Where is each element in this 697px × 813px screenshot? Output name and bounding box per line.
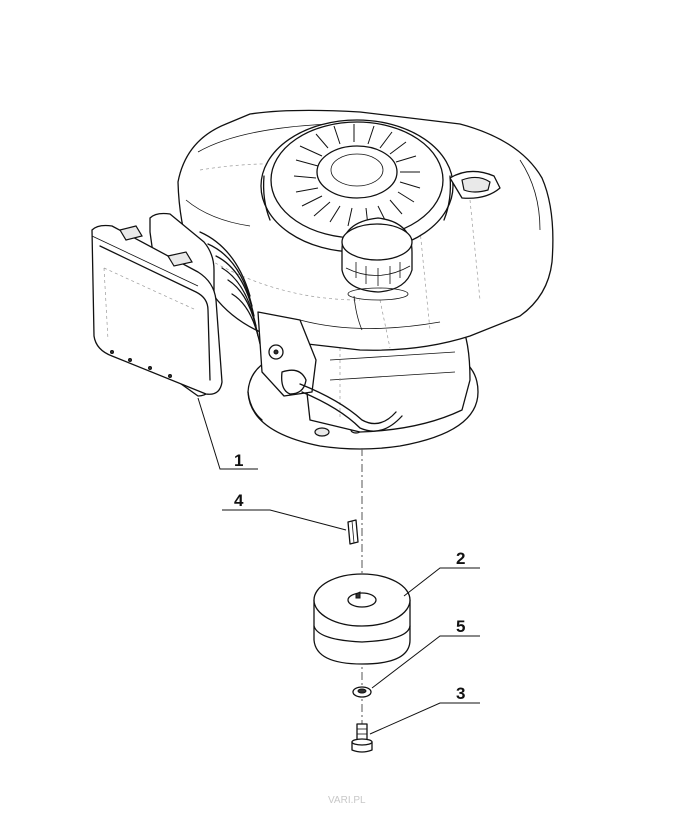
air-filter-housing bbox=[91, 212, 223, 397]
fuel-cap bbox=[341, 217, 413, 301]
callout-1: 1 bbox=[234, 451, 243, 470]
carburetor-assembly bbox=[257, 311, 403, 432]
cylinder-fins bbox=[199, 231, 261, 345]
callout-labels: 1 4 2 5 3 bbox=[234, 451, 465, 703]
key bbox=[347, 519, 359, 545]
callout-leaders bbox=[197, 397, 480, 735]
watermark: VARI.PL bbox=[328, 795, 366, 806]
callout-3: 3 bbox=[456, 684, 465, 703]
callout-4: 4 bbox=[234, 491, 244, 510]
callout-2: 2 bbox=[456, 549, 465, 568]
washer bbox=[352, 686, 372, 698]
blade-adapter bbox=[313, 573, 411, 665]
engine bbox=[91, 109, 554, 450]
bolt bbox=[351, 723, 373, 753]
callout-5: 5 bbox=[456, 617, 465, 636]
starter-handle bbox=[449, 170, 501, 199]
